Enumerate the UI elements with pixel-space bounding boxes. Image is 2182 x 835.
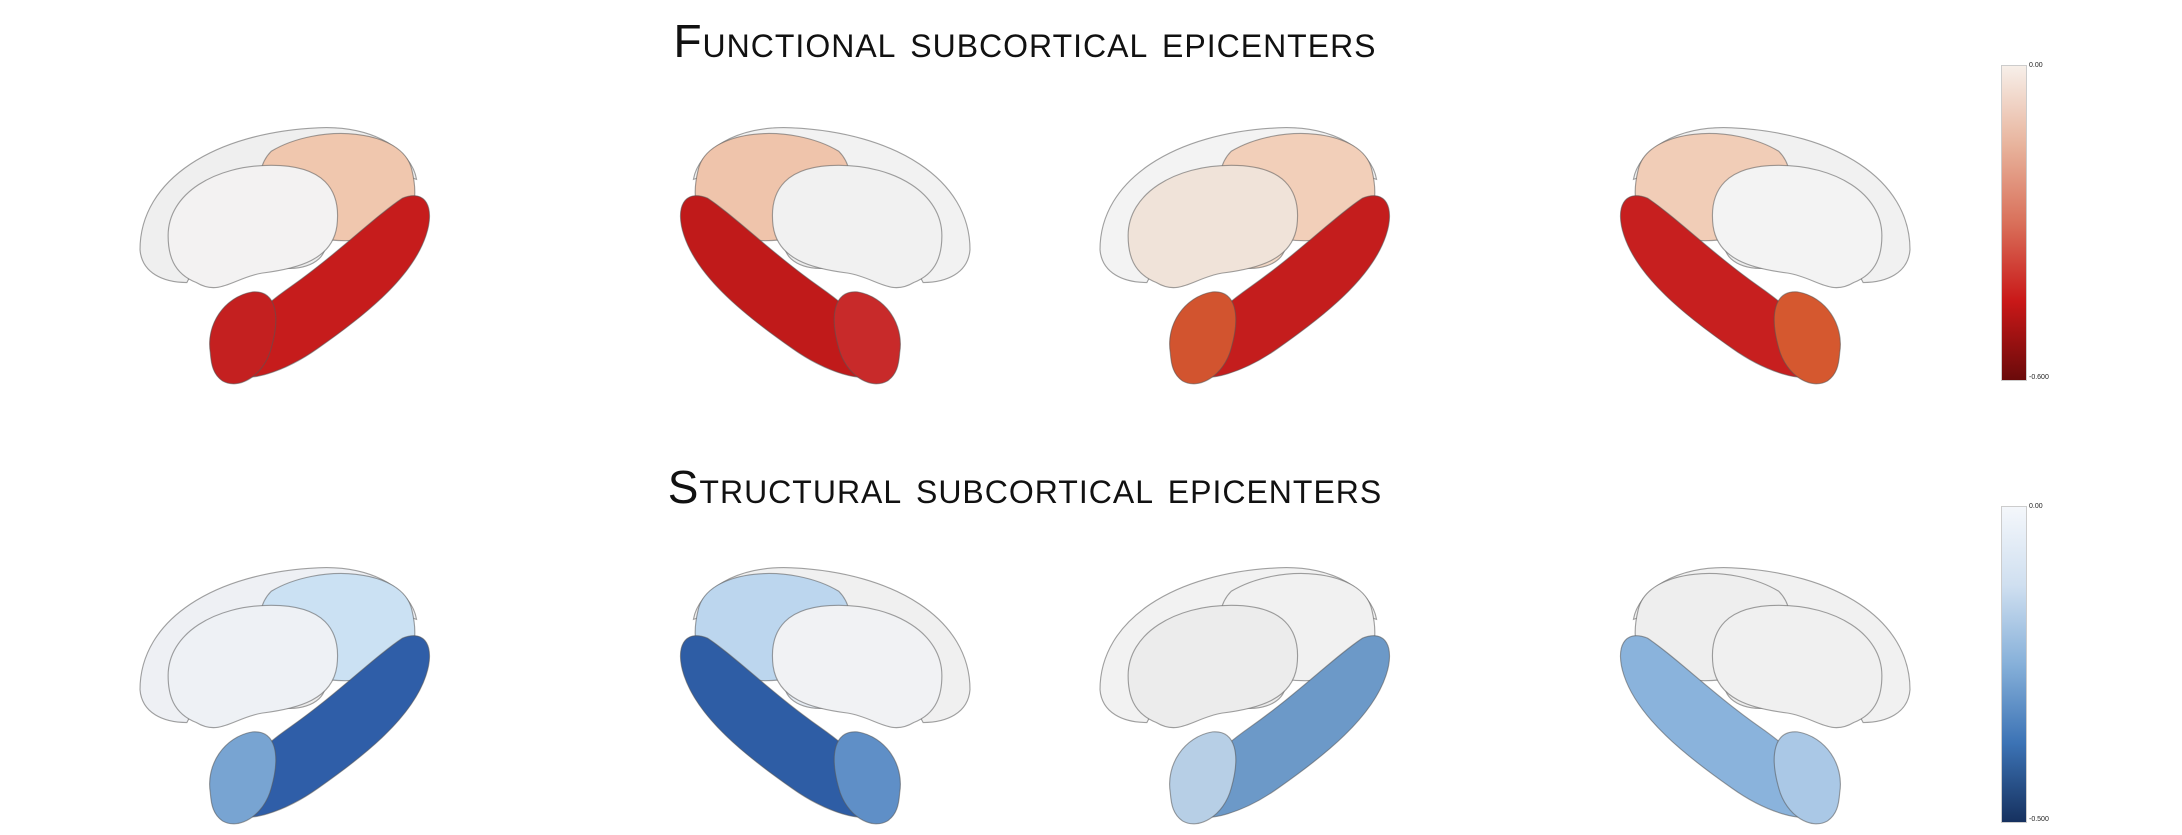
- structural-brain-view-3: [1099, 567, 1391, 825]
- structural-colorbar-max-label: 0.00: [2029, 503, 2043, 510]
- hippocampus-surface: [679, 195, 880, 378]
- hippocampus-surface: [679, 635, 880, 818]
- amygdala-surface: [1773, 291, 1841, 385]
- structural-colorbar: [2001, 506, 2027, 823]
- functional-brain-view-4: [1619, 127, 1911, 385]
- structural-colorbar-min-label: -0.500: [2029, 816, 2049, 823]
- functional-colorbar-min-label: -0.600: [2029, 374, 2049, 381]
- amygdala-surface: [1169, 291, 1237, 385]
- amygdala-surface: [833, 291, 901, 385]
- functional-colorbar: [2001, 65, 2027, 381]
- functional-brain-view-2: [679, 127, 971, 385]
- putamen-surface: [167, 604, 339, 729]
- hippocampus-surface: [1619, 635, 1820, 818]
- functional-colorbar-max-label: 0.00: [2029, 62, 2043, 69]
- amygdala-surface: [833, 731, 901, 825]
- putamen-surface: [1711, 604, 1883, 729]
- structural-panel-title: Structural subcortical epicenters: [667, 461, 1383, 513]
- hippocampus-surface: [1190, 635, 1391, 818]
- hippocampus-surface: [1190, 195, 1391, 378]
- structural-brain-view-2: [679, 567, 971, 825]
- hippocampus-surface: [230, 195, 431, 378]
- amygdala-surface: [209, 731, 277, 825]
- hippocampus-surface: [1619, 195, 1820, 378]
- functional-brain-view-1: [139, 127, 431, 385]
- functional-brain-view-3: [1099, 127, 1391, 385]
- putamen-surface: [1127, 164, 1299, 289]
- putamen-surface: [1127, 604, 1299, 729]
- putamen-surface: [771, 604, 943, 729]
- structural-brain-view-1: [139, 567, 431, 825]
- putamen-surface: [1711, 164, 1883, 289]
- amygdala-surface: [1773, 731, 1841, 825]
- functional-panel-title: Functional subcortical epicenters: [673, 15, 1377, 67]
- hippocampus-surface: [230, 635, 431, 818]
- amygdala-surface: [209, 291, 277, 385]
- structural-brain-view-4: [1619, 567, 1911, 825]
- putamen-surface: [167, 164, 339, 289]
- putamen-surface: [771, 164, 943, 289]
- amygdala-surface: [1169, 731, 1237, 825]
